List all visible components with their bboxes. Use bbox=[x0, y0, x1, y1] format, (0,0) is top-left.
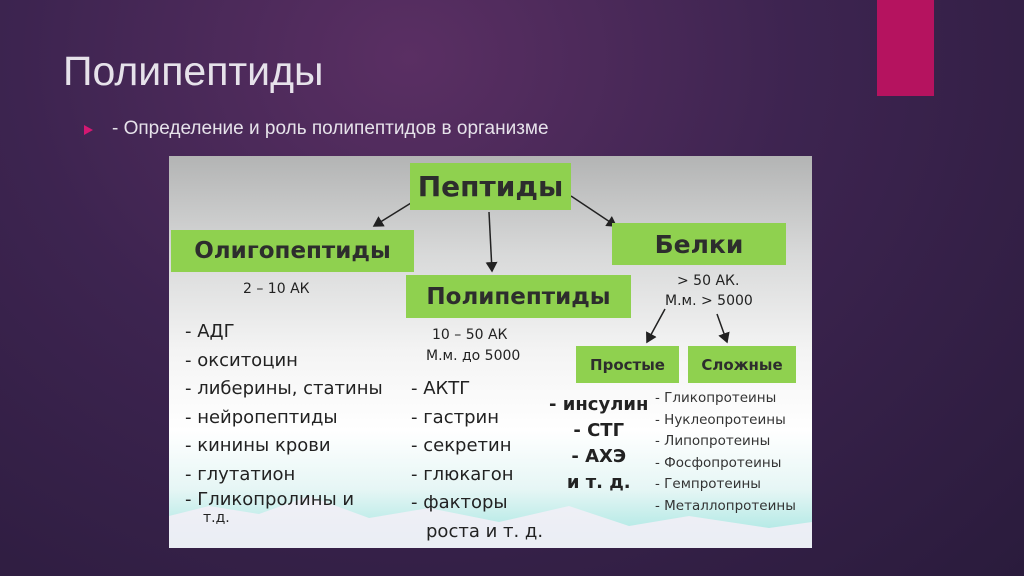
box-oligopeptides: Олигопептиды bbox=[171, 230, 414, 272]
diagram-arrows bbox=[169, 195, 812, 548]
box-proteins: Белки bbox=[612, 223, 786, 265]
accent-bar bbox=[877, 0, 934, 96]
list-item: - Металлопротеины bbox=[655, 497, 796, 514]
list-item: роста и т. д. bbox=[426, 520, 544, 542]
oligo-list: - АДГ - окситоцин - либерины, статины - … bbox=[185, 318, 383, 525]
arrow-to-complex bbox=[716, 313, 730, 344]
oligo-range: 2 – 10 АК bbox=[243, 281, 310, 297]
simple-list: - инсулин - СТГ - АХЭ и т. д. bbox=[549, 392, 648, 496]
list-item: - либерины, статины bbox=[185, 378, 383, 399]
proteins-range: > 50 АК. bbox=[677, 273, 740, 289]
list-item: - кинины крови bbox=[185, 435, 331, 456]
list-item: - факторы bbox=[411, 492, 508, 513]
complex-list: - Гликопротеины - Нуклеопротеины - Липоп… bbox=[655, 388, 796, 517]
list-item: - Гемпротеины bbox=[655, 476, 761, 492]
box-simple: Простые bbox=[576, 346, 679, 383]
box-polypeptides: Полипептиды bbox=[406, 275, 631, 318]
list-item: - Гликопролины и bbox=[185, 489, 355, 510]
box-peptides: Пептиды bbox=[410, 163, 571, 210]
list-item: - СТГ bbox=[573, 420, 625, 441]
list-item: и т. д. bbox=[566, 472, 631, 493]
list-item: - глутатион bbox=[185, 463, 296, 485]
poly-range: 10 – 50 АК bbox=[432, 327, 508, 343]
arrow-to-oligo bbox=[372, 202, 412, 227]
list-item: - гастрин bbox=[411, 406, 499, 428]
list-item: - Липопротеины bbox=[655, 433, 771, 449]
proteins-mass: М.м. > 5000 bbox=[665, 293, 753, 309]
list-item: т.д. bbox=[203, 510, 230, 526]
mountains bbox=[169, 496, 812, 548]
poly-mass: М.м. до 5000 bbox=[426, 348, 521, 364]
list-item: - секретин bbox=[411, 435, 512, 456]
arrow-to-simple bbox=[646, 308, 666, 344]
arrow-to-poly bbox=[485, 211, 498, 273]
list-item: - АДГ bbox=[185, 321, 235, 342]
list-item: - АХЭ bbox=[571, 446, 627, 467]
poly-list: - АКТГ - гастрин - секретин - глюкагон -… bbox=[411, 375, 543, 546]
list-item: - окситоцин bbox=[185, 349, 298, 371]
list-item: - глюкагон bbox=[411, 463, 514, 485]
list-item: - АКТГ bbox=[411, 378, 471, 399]
list-item: - инсулин bbox=[549, 394, 649, 415]
list-item: - Гликопротеины bbox=[655, 390, 777, 406]
slide-subtitle: - Определение и роль полипептидов в орга… bbox=[112, 118, 549, 139]
bullet-icon bbox=[84, 125, 93, 135]
slide-title: Полипептиды bbox=[63, 48, 324, 94]
arrow-to-proteins bbox=[570, 195, 618, 227]
list-item: - нейропептиды bbox=[185, 406, 338, 428]
peptides-diagram: Пептиды Олигопептиды Белки Полипептиды П… bbox=[169, 156, 812, 548]
list-item: - Фосфопротеины bbox=[655, 454, 782, 471]
box-complex: Сложные bbox=[688, 346, 796, 383]
list-item: - Нуклеопротеины bbox=[655, 411, 786, 428]
